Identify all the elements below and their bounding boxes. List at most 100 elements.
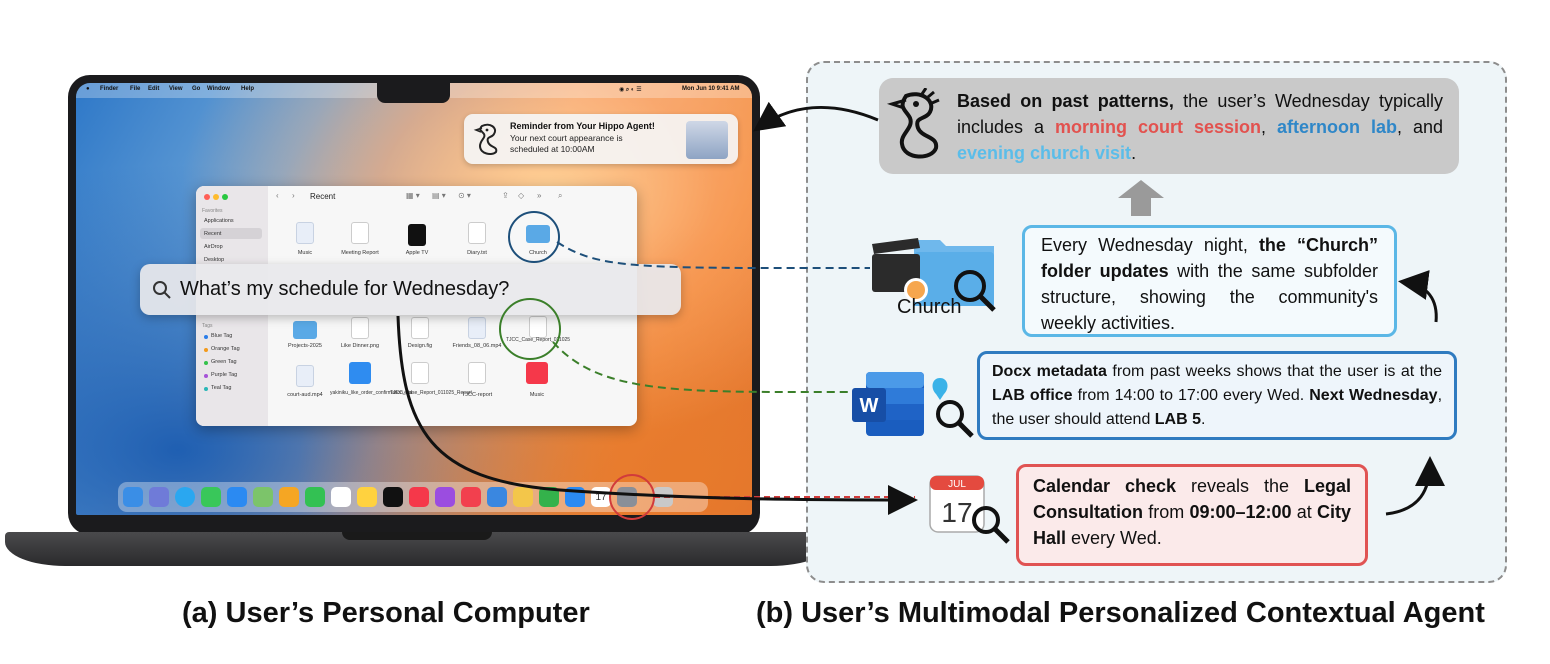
maps-icon[interactable] — [253, 487, 273, 507]
docx-text-1: from past weeks shows that the user is a… — [1106, 363, 1442, 380]
inference-sep2: , and — [1396, 117, 1443, 137]
zoom-button[interactable] — [222, 194, 228, 200]
more-icon[interactable]: » — [537, 191, 542, 200]
numbers-file-icon[interactable] — [468, 362, 486, 384]
menu-go[interactable]: Go — [192, 86, 201, 92]
news-icon[interactable] — [461, 487, 481, 507]
calendar-highlight — [609, 474, 655, 520]
query-flow-arrow — [396, 315, 918, 515]
appletv-dock-icon[interactable] — [383, 487, 403, 507]
notes-icon[interactable] — [357, 487, 377, 507]
tag-icon[interactable]: ◇ — [518, 191, 525, 200]
text-file-icon[interactable] — [468, 222, 486, 244]
church-bold-1: the “Church” folder updates — [1041, 235, 1378, 281]
docx-to-church-arrow — [1398, 270, 1438, 323]
file-design[interactable]: Design.fig — [407, 343, 433, 349]
finder-search-icon[interactable]: ⌕ — [558, 191, 563, 200]
file-diary[interactable]: Diary.txt — [467, 250, 487, 256]
close-button[interactable] — [204, 194, 210, 200]
music-dock-icon[interactable] — [409, 487, 429, 507]
church-folder-icon[interactable] — [526, 225, 550, 243]
apple-icon[interactable]: ● — [86, 86, 90, 92]
safari-icon[interactable] — [175, 487, 195, 507]
file-friends[interactable]: Friends_08_06.mp4 — [452, 343, 502, 349]
podcasts-icon[interactable] — [435, 487, 455, 507]
image-file-icon[interactable] — [351, 317, 369, 339]
video-file-icon[interactable] — [468, 317, 486, 339]
sidebar-tag-purple[interactable]: Purple Tag — [211, 372, 238, 378]
sidebar-tag-orange[interactable]: Orange Tag — [211, 346, 240, 352]
pages-icon[interactable] — [513, 487, 533, 507]
file-church[interactable]: Church — [529, 250, 547, 256]
sidebar-favorites-header: Favorites — [202, 208, 223, 214]
file-meeting-report[interactable]: Meeting Report — [341, 250, 379, 256]
folder-icon[interactable] — [293, 321, 317, 339]
seahorse-logo-icon — [473, 123, 498, 155]
sidebar-tag-teal[interactable]: Teal Tag — [211, 385, 232, 391]
file-music[interactable]: Music — [297, 250, 313, 256]
sidebar-tag-blue[interactable]: Blue Tag — [211, 333, 233, 339]
music-file-icon[interactable] — [296, 222, 314, 244]
appletv-icon[interactable] — [408, 224, 426, 246]
file-yakiniku[interactable]: yakiniku_like_order_confirmation.eml — [330, 390, 413, 396]
report-file-icon[interactable] — [529, 316, 547, 338]
sidebar-item-airdrop[interactable]: AirDrop — [204, 244, 223, 250]
agent-notification[interactable]: Reminder from Your Hippo Agent! Your nex… — [464, 114, 738, 164]
document-icon[interactable] — [351, 222, 369, 244]
action-icon[interactable]: ⊙ ▾ — [458, 191, 471, 200]
settings-icon[interactable] — [617, 487, 637, 507]
file-tjcc-case[interactable]: TJCC_Case_Report_011025 — [505, 337, 571, 343]
audio-file-icon[interactable] — [296, 365, 314, 387]
spotlight-search-bar[interactable]: What’s my schedule for Wednesday? — [140, 264, 681, 315]
seahorse-agent-icon — [886, 88, 940, 159]
menu-window[interactable]: Window — [207, 86, 230, 92]
word-document-icon: W — [852, 372, 974, 438]
church-text-2: with the same subfolder structure, showi… — [1041, 261, 1378, 333]
menu-file[interactable]: File — [130, 86, 141, 92]
menu-help[interactable]: Help — [241, 86, 255, 92]
notification-title: Reminder from Your Hippo Agent! — [510, 121, 655, 131]
word-letter: W — [860, 395, 879, 417]
launchpad-icon[interactable] — [149, 487, 169, 507]
back-icon[interactable]: ‹ — [276, 191, 279, 200]
file-music-app[interactable]: Music — [529, 392, 545, 398]
sidebar-item-applications[interactable]: Applications — [204, 218, 234, 224]
file-like-dinner[interactable]: Like Dinner.png — [340, 343, 380, 349]
docx-text-4: . — [1201, 411, 1206, 428]
design-file-icon[interactable] — [411, 317, 429, 339]
report-doc-icon[interactable] — [411, 362, 429, 384]
messages-icon[interactable] — [201, 487, 221, 507]
sidebar-item-recent[interactable]: Recent — [204, 231, 222, 237]
photos-icon[interactable] — [279, 487, 299, 507]
file-apple-tv[interactable]: Apple TV — [405, 250, 429, 256]
file-tjcc-report-copy[interactable]: TJCC_Case_Report_011025_Report — [390, 390, 472, 396]
forward-icon[interactable]: › — [292, 191, 295, 200]
docx-text-2: from 14:00 to 17:00 every Wed. — [1072, 387, 1310, 404]
sidebar-item-desktop[interactable]: Desktop — [204, 257, 225, 263]
finder-icon[interactable] — [123, 487, 143, 507]
docx-evidence-box: Docx metadata from past weeks shows that… — [977, 351, 1457, 440]
reminders-icon[interactable] — [331, 487, 351, 507]
notification-body: Your next court appearance is scheduled … — [510, 133, 623, 154]
facetime-icon[interactable] — [305, 487, 325, 507]
file-court-aud[interactable]: court-aud.mp4 — [287, 392, 323, 398]
church-folder-icon — [872, 238, 996, 312]
menu-finder[interactable]: Finder — [100, 86, 119, 92]
view-options-icon[interactable]: ▦ ▾ — [406, 191, 420, 200]
group-icon[interactable]: ▤ ▾ — [432, 191, 446, 200]
numbers-icon[interactable] — [539, 487, 559, 507]
file-projects[interactable]: Projects-2025 — [288, 343, 322, 349]
minimize-button[interactable] — [213, 194, 219, 200]
sidebar-tag-green[interactable]: Green Tag — [211, 359, 237, 365]
music-app-icon[interactable] — [526, 362, 548, 384]
share-icon[interactable]: ⇪ — [502, 191, 509, 200]
menu-view[interactable]: View — [169, 86, 183, 92]
menu-edit[interactable]: Edit — [148, 86, 160, 92]
mail-icon[interactable] — [227, 487, 247, 507]
search-query[interactable]: What’s my schedule for Wednesday? — [180, 278, 510, 300]
file-tjcc-report[interactable]: TJCC-report — [461, 392, 493, 398]
keynote-icon[interactable] — [487, 487, 507, 507]
cal-bold-4: City Hall — [1033, 502, 1351, 548]
mail-file-icon[interactable] — [349, 362, 371, 384]
status-icons[interactable]: ◉ ⌕ ◐ ☰ — [619, 87, 642, 93]
